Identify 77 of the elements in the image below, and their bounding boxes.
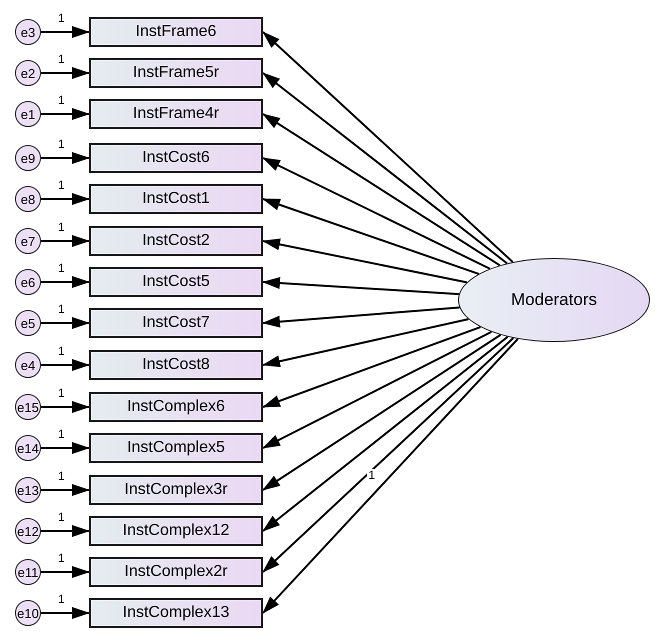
error-term-circle: e7 [15,228,41,254]
observed-variable-box: InstCost7 [89,308,263,338]
edge-label: 1 [57,221,66,233]
edge-label: 1 [57,428,66,440]
arrow [262,238,468,284]
arrow [262,337,514,573]
arrow [41,108,90,120]
arrow [41,235,90,247]
error-term-circle: e3 [15,19,41,45]
arrow [262,198,480,275]
arrow [41,607,90,619]
error-term-circle: e2 [15,60,41,86]
error-term-circle: e11 [15,559,41,585]
edge-label: 1 [57,345,66,357]
observed-variable-box: InstCost6 [89,143,263,173]
arrow [41,566,90,578]
arrow [41,26,90,38]
arrow [41,193,90,205]
observed-variable-box: InstComplex2r [89,557,263,587]
error-term-circle: e15 [15,394,41,420]
arrow [262,338,519,614]
observed-variable-box: InstComplex13 [89,598,263,628]
arrow [41,67,90,79]
observed-variable-box: InstFrame5r [89,58,263,88]
error-term-circle: e1 [15,101,41,127]
edge-label: 1 [367,469,376,482]
edge-label: 1 [57,262,66,274]
arrow [41,359,90,371]
observed-variable-box: InstComplex3r [89,475,263,505]
error-term-circle: e8 [15,186,41,212]
arrow [41,152,90,164]
arrow [41,401,90,413]
arrow [262,330,492,449]
edge-label: 1 [57,470,66,482]
observed-variable-box: InstComplex6 [89,392,263,422]
observed-variable-box: InstCost2 [89,226,263,256]
arrow [262,334,502,491]
observed-variable-box: InstCost1 [89,184,263,214]
edge-label: 1 [57,552,66,564]
arrow [41,442,90,454]
arrow [262,157,490,270]
arrow [262,318,469,368]
error-term-circle: e12 [15,518,41,544]
error-term-circle: e10 [15,600,41,626]
edge-label: 1 [57,387,66,399]
edge-label: 1 [57,12,66,24]
error-term-circle: e4 [15,352,41,378]
observed-variable-box: InstFrame4r [89,99,263,129]
arrow [262,31,514,263]
arrow [41,484,90,496]
arrow [262,326,481,408]
error-term-circle: e6 [15,269,41,295]
error-term-circle: e13 [15,477,41,503]
arrow [262,277,459,296]
arrow [41,317,90,329]
arrow [262,306,460,328]
observed-variable-box: InstComplex12 [89,516,263,546]
arrow [41,276,90,288]
observed-variable-box: InstComplex5 [89,433,263,463]
edge-label: 1 [57,593,66,605]
observed-variable-box: InstCost5 [89,267,263,297]
arrow [262,72,508,264]
arrow [262,336,508,532]
latent-variable-ellipse: Moderators [458,258,650,342]
edge-label: 1 [57,138,66,150]
arrow [41,525,90,537]
edge-label: 1 [57,303,66,315]
arrow [262,113,500,266]
edge-label: 1 [57,511,66,523]
edge-label: 1 [57,53,66,65]
observed-variable-box: InstCost8 [89,350,263,380]
error-term-circle: e14 [15,435,41,461]
edge-label: 1 [57,94,66,106]
error-term-circle: e9 [15,145,41,171]
error-term-circle: e5 [15,310,41,336]
edge-label: 1 [57,179,66,191]
observed-variable-box: InstFrame6 [89,17,263,47]
